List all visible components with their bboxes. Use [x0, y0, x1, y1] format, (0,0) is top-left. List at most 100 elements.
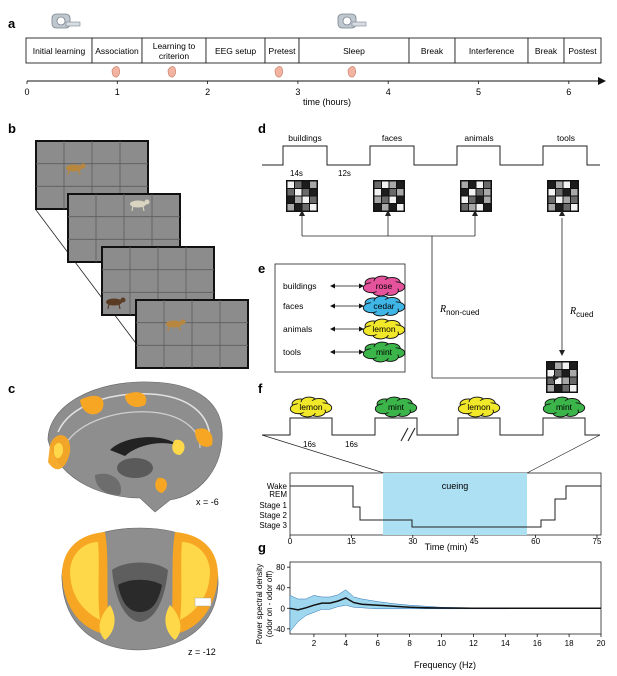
panel-label-e: e [258, 261, 265, 276]
cue-block-trace [262, 417, 600, 436]
timeline-segments: Initial learning Association Learning tocr… [25, 37, 602, 64]
animal-image [130, 200, 146, 208]
psd-x-tick-label: 4 [344, 639, 349, 648]
odor-pair-category: tools [283, 347, 301, 357]
psd-x-tick-label: 8 [407, 639, 412, 648]
hypnogram-x-label: Time (min) [425, 542, 468, 552]
animal-image [66, 164, 82, 172]
psd-y-tick-label: 0 [281, 604, 286, 613]
sagittal-coordinate-label: x = -6 [196, 497, 219, 507]
category-label: tools [557, 133, 575, 143]
cue-cloud-label: mint [388, 402, 405, 412]
cue-cloud: lemon [289, 396, 333, 418]
time-tick-label: 2 [205, 87, 210, 97]
cue-duration-2: 16s [345, 440, 358, 449]
hypnogram-x-tick-label: 30 [408, 537, 417, 546]
psd-y-tick-label: 40 [276, 584, 285, 593]
brain-axial-image [61, 527, 219, 651]
timeline-segment-label: Break [421, 46, 444, 56]
cue-cloud-label: lemon [467, 402, 490, 412]
pattern-grids [286, 180, 579, 393]
psd-x-label: Frequency (Hz) [414, 660, 476, 670]
timeline-segment [264, 37, 300, 64]
r-cued-label: Rcued [569, 306, 593, 319]
time-arrow-b [35, 209, 151, 363]
timeline-segment-label: Postest [568, 46, 597, 56]
brain-sagittal-image [47, 381, 223, 513]
timeline-segment-label: Sleep [343, 46, 365, 56]
psd-x-tick-label: 12 [469, 639, 478, 648]
zoom-line-right [526, 434, 601, 474]
nose-icon [167, 66, 176, 78]
psd-y-label-1: Power spectral density [255, 564, 264, 644]
timeline-segment-label: Break [535, 46, 558, 56]
sleep-stage-label: Stage 2 [259, 511, 287, 520]
cue-cloud: lemon [457, 396, 501, 418]
sleep-stage-label: Stage 1 [259, 501, 287, 510]
time-tick-label: 5 [476, 87, 481, 97]
hypnogram-x-tick-label: 60 [531, 537, 540, 546]
psd-y-tick-label: -40 [273, 625, 285, 634]
time-axis-label: time (hours) [303, 97, 351, 107]
cue-cloud: mint [374, 396, 418, 418]
time-tick-label: 1 [115, 87, 120, 97]
timeline-segment [563, 37, 602, 64]
time-tick-label: 4 [386, 87, 391, 97]
psd-y-label-2: (odor on - odor off) [265, 570, 274, 637]
nose-icon [111, 66, 120, 78]
odor-pair-category: faces [283, 301, 303, 311]
panel-label-d: d [258, 121, 266, 136]
timeline-segment [408, 37, 456, 64]
psd-x-tick-label: 16 [533, 639, 542, 648]
time-tick-label: 6 [566, 87, 571, 97]
sleep-stage-label: Wake [267, 482, 288, 491]
cueing-label: cueing [442, 481, 469, 491]
odor-cloud-label: rose [376, 281, 393, 291]
category-label: buildings [288, 133, 322, 143]
timeline-segment-label: Initial learning [33, 46, 86, 56]
timeline-segment-label: Learning to [153, 41, 196, 51]
time-axis-arrow [598, 77, 606, 85]
odor-cloud: mint [362, 341, 406, 363]
sleep-stage-label: REM [269, 490, 287, 499]
pattern-connectors [301, 213, 563, 379]
r-noncued-label: Rnon-cued [439, 304, 479, 317]
cue-cloud: mint [542, 396, 586, 418]
timeline-segment-label: Pretest [269, 46, 297, 56]
hypnogram-x-tick-label: 0 [288, 537, 293, 546]
odor-pair-category: animals [283, 324, 312, 334]
hypnogram-x-tick-label: 45 [470, 537, 479, 546]
psd-x-tick-label: 6 [375, 639, 380, 648]
psd-x-tick-label: 14 [501, 639, 510, 648]
category-label: animals [464, 133, 493, 143]
timeline-segment [527, 37, 565, 64]
duration-12s: 12s [338, 169, 351, 178]
timeline-segment [205, 37, 266, 64]
cueing-period [383, 473, 527, 535]
odor-cloud-label: mint [376, 347, 393, 357]
nose-icon [347, 66, 356, 78]
psd-x-tick-label: 20 [597, 639, 606, 648]
time-tick-label: 0 [24, 87, 29, 97]
timeline-segment [454, 37, 529, 64]
block-design-trace [262, 145, 600, 166]
panel-label-c: c [8, 381, 15, 396]
grid-screens [35, 140, 249, 369]
cue-cloud-label: mint [556, 402, 573, 412]
panel-label-g: g [258, 540, 266, 555]
psd-y-tick-label: 80 [276, 563, 285, 572]
axial-coordinate-label: z = -12 [188, 647, 216, 657]
timeline-segment-label: Association [95, 46, 139, 56]
timeline-segment [298, 37, 410, 64]
odor-cloud-label: cedar [373, 301, 394, 311]
animal-image [106, 298, 122, 306]
duration-14s: 14s [290, 169, 303, 178]
timeline-segment-label: criterion [159, 51, 190, 61]
cue-cloud-label: lemon [299, 402, 322, 412]
